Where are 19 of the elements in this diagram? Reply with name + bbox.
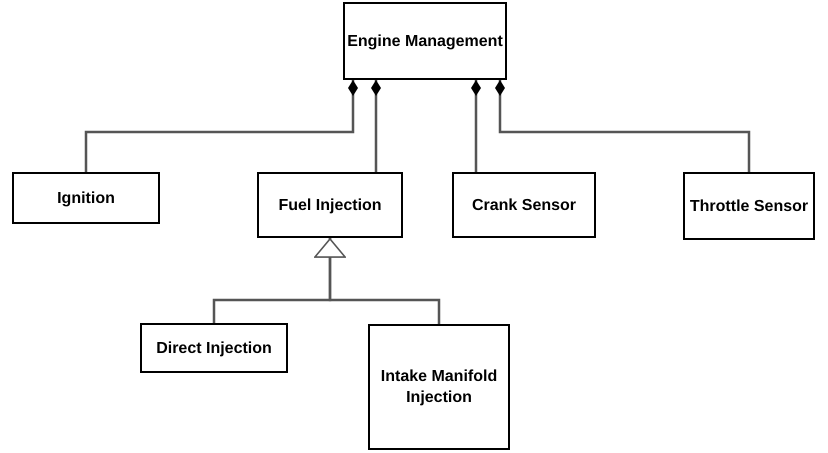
class-name: Engine Management [347,32,503,52]
class-name: Intake Manifold Injection [380,367,498,408]
class-name: Fuel Injection [278,196,382,216]
class-box [343,2,507,80]
class-name: Ignition [57,188,115,208]
class-box [683,172,815,240]
composition-connector [371,80,381,172]
class-box [257,172,403,238]
class-name: Crank Sensor [472,196,576,216]
class-box [452,172,596,238]
composition-connector [471,80,481,172]
class-box [368,324,510,450]
inheritance-connector [314,238,440,324]
class-name: Throttle Sensor [690,196,808,216]
class-box [12,172,160,224]
class-name: Direct Injection [156,338,272,358]
composition-connector [84,80,358,172]
composition-connector [495,80,750,172]
class-box [140,323,288,373]
